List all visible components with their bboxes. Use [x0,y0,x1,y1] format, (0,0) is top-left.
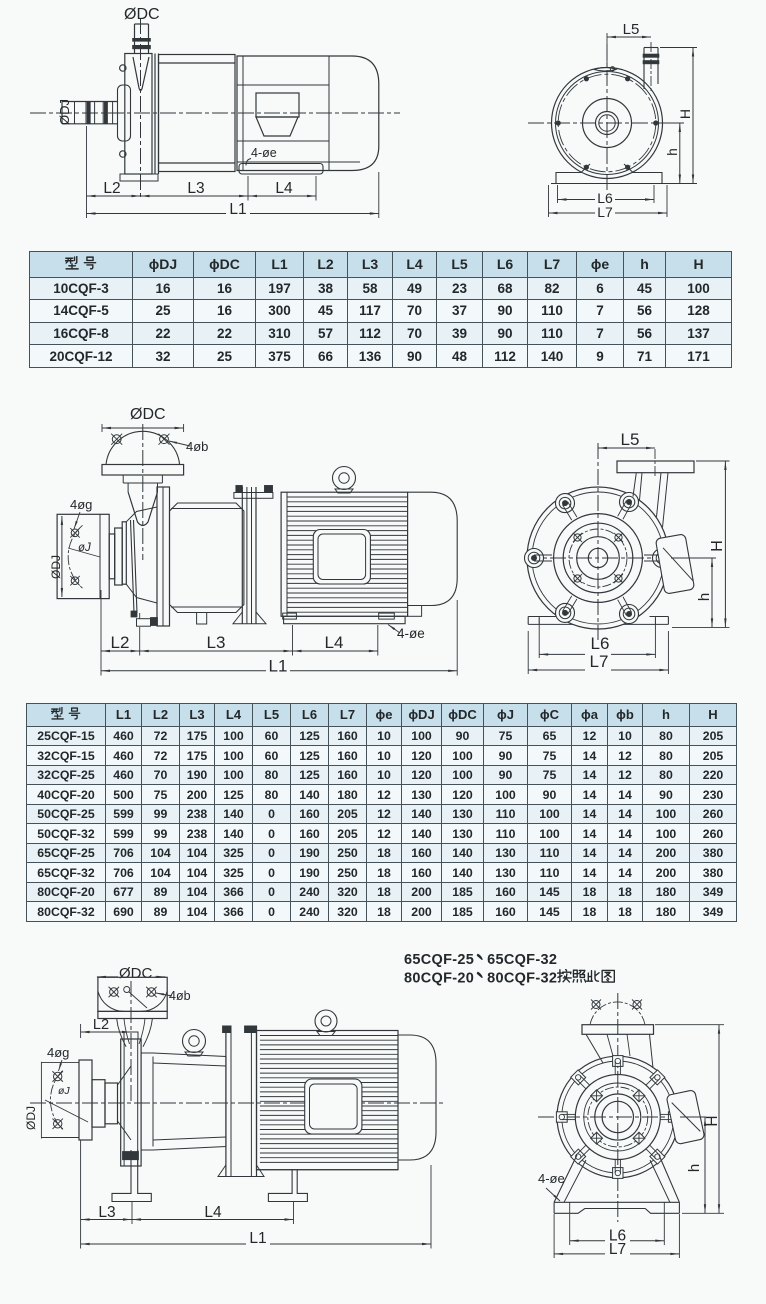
svg-text:øJ: øJ [58,1085,70,1097]
svg-text:H: H [709,540,726,552]
svg-text:L1: L1 [269,657,288,676]
svg-text:L5: L5 [621,430,640,449]
svg-text:L5: L5 [623,21,640,38]
svg-text:ØDJ: ØDJ [57,99,72,125]
svg-text:ØDJ: ØDJ [24,1106,38,1130]
svg-text:L4: L4 [204,1204,222,1221]
svg-text:L7: L7 [609,1241,626,1258]
svg-text:H: H [677,109,693,119]
svg-text:4øb: 4øb [186,439,208,454]
svg-text:L6: L6 [609,1228,626,1245]
svg-text:4øb: 4øb [169,989,191,1003]
svg-text:h: h [696,593,713,601]
svg-text:h: h [686,1164,703,1172]
svg-text:L1: L1 [229,201,246,218]
svg-text:ØDC: ØDC [124,6,160,23]
svg-text:L3: L3 [207,633,226,652]
svg-text:L1: L1 [249,1230,266,1247]
svg-text:L7: L7 [597,204,613,220]
svg-text:H: H [704,1115,721,1126]
svg-text:L4: L4 [275,180,293,197]
svg-text:4-øe: 4-øe [538,1171,565,1186]
svg-text:4-øe: 4-øe [251,146,277,160]
svg-text:øJ: øJ [78,542,91,554]
svg-text:4-øe: 4-øe [397,626,425,641]
svg-text:4øg: 4øg [70,497,92,512]
svg-text:ØDJ: ØDJ [49,555,63,579]
svg-text:L6: L6 [597,190,613,206]
svg-text:L3: L3 [187,180,204,197]
svg-text:L3: L3 [98,1204,115,1221]
svg-text:L2: L2 [111,633,130,652]
svg-text:L2: L2 [103,180,120,197]
svg-text:L2: L2 [93,1017,109,1033]
svg-text:h: h [665,148,680,156]
svg-text:ØDC: ØDC [119,965,153,982]
svg-text:ØDC: ØDC [130,406,166,423]
svg-text:L4: L4 [325,633,344,652]
svg-text:4øg: 4øg [47,1045,69,1060]
svg-text:L7: L7 [590,652,609,671]
svg-text:L6: L6 [591,634,610,653]
